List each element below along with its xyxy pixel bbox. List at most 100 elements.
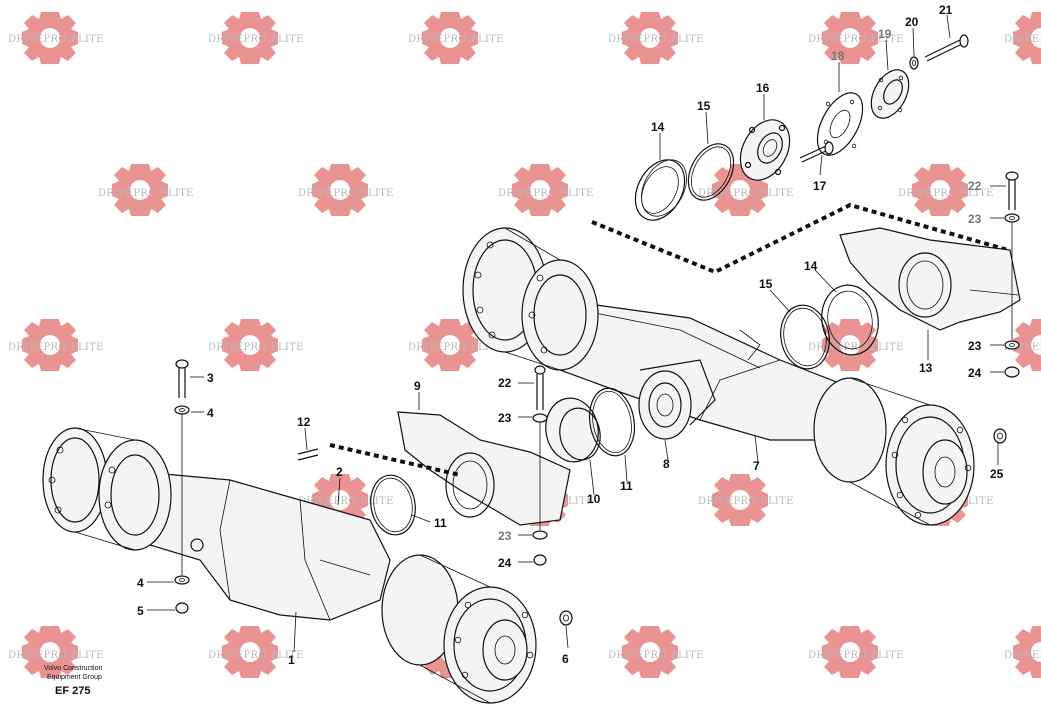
nut-24-mid (533, 554, 547, 566)
washer-23-right-bottom (1004, 340, 1020, 350)
callout-18: 18 (831, 49, 845, 63)
seal-ring-14-mid (821, 284, 879, 356)
bolt-21 (924, 34, 969, 62)
dashed-assembly-line-top (591, 202, 1009, 275)
callout-3: 3 (207, 371, 214, 385)
callout-21: 21 (939, 3, 953, 17)
wheel-hub-left-lower (42, 427, 172, 551)
washer-4-top (174, 405, 190, 415)
callout-4-bottom: 4 (137, 576, 144, 590)
callout-25: 25 (990, 467, 1004, 481)
watermark-layer: DRIVEPRO ELITE DRIVEPRO ELITE DRIVEPRO E… (8, 12, 1041, 678)
washer-23-mid-top (532, 413, 548, 423)
watermark-label: DRIVEPRO ELITE (208, 650, 304, 661)
nut-25 (993, 428, 1007, 444)
washer-23-right-top (1004, 213, 1020, 223)
bracket-9 (397, 411, 571, 526)
washer-23-mid-bottom (532, 530, 548, 540)
watermark-label: DRIVEPRO ELITE (408, 342, 504, 353)
cover-flange-19 (870, 69, 910, 119)
bracket-13 (839, 227, 1021, 331)
o-ring-15-top (687, 143, 735, 201)
leader-lines (147, 14, 1006, 653)
callout-23-mid-top: 23 (498, 411, 512, 425)
callout-1: 1 (288, 653, 295, 667)
bolt-17 (799, 141, 834, 163)
callout-22-right: 22 (968, 179, 982, 193)
callout-23-right-top: 23 (968, 212, 982, 226)
callout-7: 7 (753, 459, 760, 473)
watermark-label: DRIVEPRO ELITE (1004, 650, 1041, 661)
o-ring-15-mid (780, 304, 830, 370)
watermark-label: DRIVEPRO ELITE (1004, 34, 1041, 45)
callout-labels: 1 2 3 4 4 5 6 7 8 9 10 11 11 12 13 14 14… (137, 3, 1004, 667)
watermark-label: DRIVEPRO ELITE (808, 34, 904, 45)
callout-6: 6 (562, 652, 569, 666)
callout-13: 13 (919, 361, 933, 375)
credit-block: Volvo Construction Equipment Group EF 27… (44, 665, 102, 697)
nut-24-right (1004, 366, 1020, 378)
callout-22-mid: 22 (498, 376, 512, 390)
washer-20 (909, 56, 919, 70)
callout-14-mid: 14 (804, 259, 818, 273)
watermark-label: DRIVEPRO ELITE (808, 342, 904, 353)
watermark-label: DRIVEPRO ELITE (608, 34, 704, 45)
bolt-22-mid (534, 365, 546, 410)
callout-19: 19 (878, 27, 892, 41)
bolt-22-right (1005, 171, 1019, 210)
dashed-assembly-line-mid (329, 443, 461, 477)
callout-23-right-bottom: 23 (968, 339, 982, 353)
watermark-label: DRIVEPRO ELITE (8, 34, 104, 45)
bushing-10 (545, 397, 601, 463)
callout-14-top: 14 (651, 120, 665, 134)
callout-20: 20 (905, 15, 919, 29)
watermark-label: DRIVEPRO ELITE (98, 188, 194, 199)
wheel-hub-right-lower (381, 554, 537, 704)
watermark-label: DRIVEPRO ELITE (498, 188, 594, 199)
watermark-label: DRIVEPRO ELITE (298, 496, 394, 507)
callout-17: 17 (813, 179, 827, 193)
callout-12: 12 (297, 415, 311, 429)
callout-8: 8 (663, 457, 670, 471)
callout-11-low: 11 (434, 516, 447, 530)
washer-4-bottom (174, 575, 190, 585)
callout-9: 9 (414, 379, 421, 393)
watermark-label: DRIVEPRO ELITE (8, 650, 104, 661)
callout-24-mid: 24 (498, 556, 512, 570)
callout-23-mid-bottom: 23 (498, 529, 512, 543)
o-ring-11-low (370, 474, 416, 536)
watermark-label: DRIVEPRO ELITE (608, 650, 704, 661)
callout-16: 16 (756, 81, 770, 95)
watermark-label: DRIVEPRO ELITE (208, 342, 304, 353)
callout-2: 2 (336, 465, 343, 479)
credit-line-2: Equipment Group (47, 674, 102, 681)
wheel-hub-right-upper (813, 377, 975, 526)
o-ring-11-mid (588, 387, 636, 457)
callout-24-right: 24 (968, 366, 982, 380)
watermark-label: DRIVEPRO ELITE (808, 650, 904, 661)
seal-ring-14-top (634, 159, 687, 221)
differential-8 (638, 359, 716, 440)
callout-15-top: 15 (697, 99, 711, 113)
watermark-label: DRIVEPRO ELITE (408, 34, 504, 45)
nut-6 (559, 610, 573, 626)
figure-code: EF 275 (55, 685, 90, 697)
credit-line-1: Volvo Construction (44, 665, 102, 672)
callout-11-mid: 11 (620, 479, 633, 493)
pin-12 (297, 448, 319, 461)
shim-plate-18 (816, 92, 864, 156)
watermark-label: DRIVEPRO ELITE (8, 342, 104, 353)
callout-5: 5 (137, 604, 144, 618)
callout-10: 10 (587, 492, 601, 506)
bearing-housing-16 (739, 119, 791, 181)
watermark-label: DRIVEPRO ELITE (1004, 342, 1041, 353)
callout-15-mid: 15 (759, 277, 773, 291)
wheel-hub-left-upper (462, 227, 599, 371)
watermark-label: DRIVEPRO ELITE (298, 188, 394, 199)
watermark-label: DRIVEPRO ELITE (698, 188, 794, 199)
callout-4-top: 4 (207, 406, 214, 420)
nut-5 (175, 602, 189, 614)
watermark-label: DRIVEPRO ELITE (898, 188, 994, 199)
watermark-label: DRIVEPRO ELITE (208, 34, 304, 45)
